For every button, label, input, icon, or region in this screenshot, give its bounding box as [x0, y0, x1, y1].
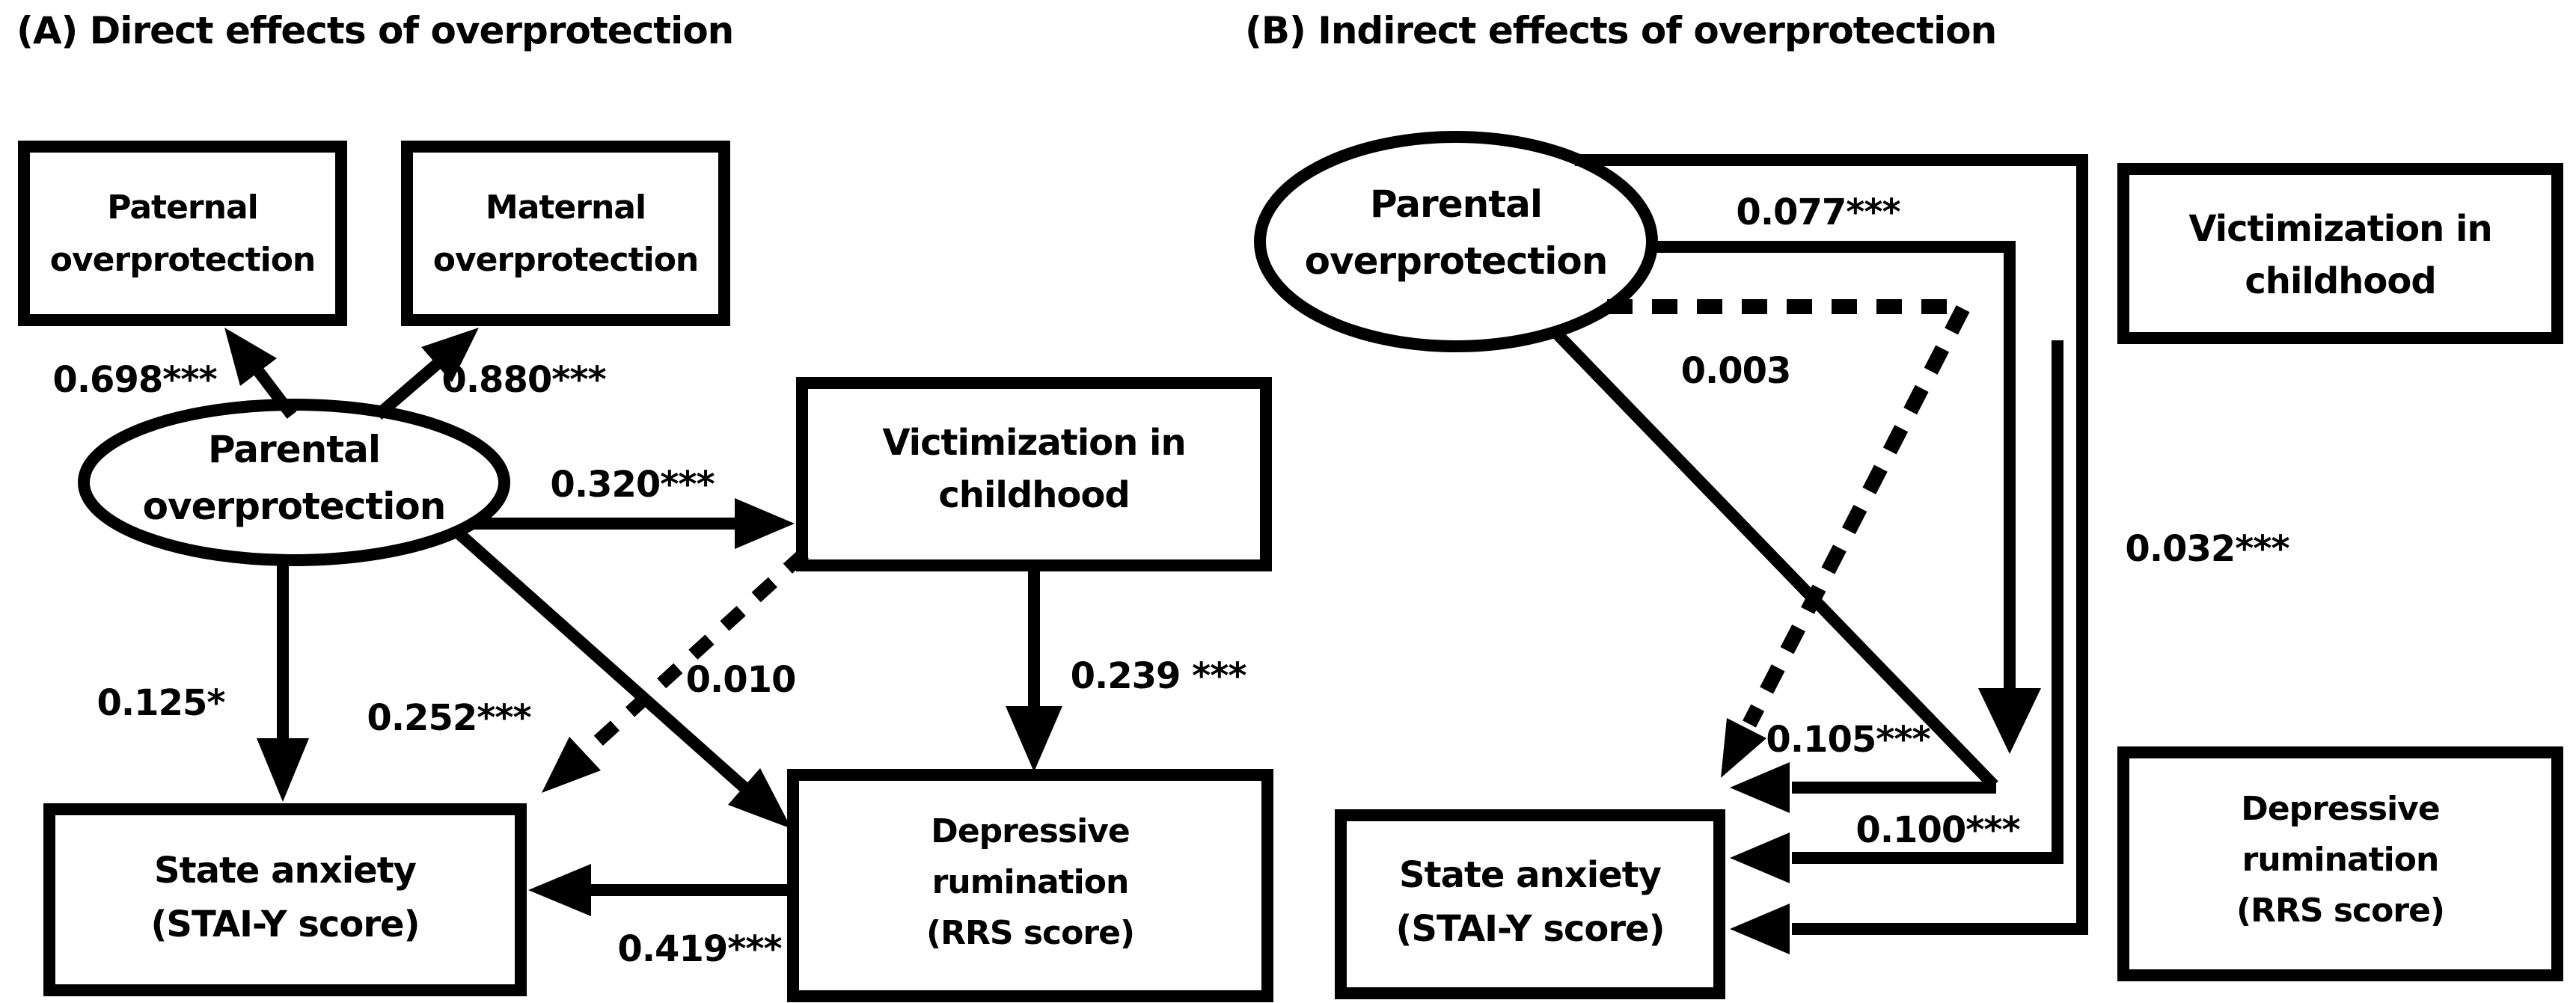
node-rumination-b [2117, 746, 2563, 981]
node-rumination-a [787, 769, 1273, 1002]
node-paternal-line2: overprotection [50, 241, 316, 279]
arrow-victimization-to-rumination [1006, 567, 1062, 772]
arrow-po-to-victimization [472, 498, 795, 549]
coef-po-paternal: 0.698*** [52, 359, 217, 401]
node-rumination-b-line3: (RRS score) [2236, 892, 2444, 930]
arrow-upper-path-down [1646, 241, 2041, 754]
coef-rum-state-anxiety: 0.419*** [617, 928, 782, 970]
node-rumination-a-line1: Depressive [931, 812, 1129, 850]
panel-a-title: (A) Direct effects of overprotection [16, 9, 733, 52]
node-state-anxiety-a [43, 803, 527, 996]
node-state-anxiety-b-line1: State anxiety [1399, 854, 1662, 896]
node-paternal-line1: Paternal [107, 188, 257, 227]
panel-b: (B) Indirect effects of overprotection P… [1245, 9, 2563, 999]
node-state-anxiety-a-line2: (STAI-Y score) [150, 904, 419, 945]
arrow-outer-path-to-state-anxiety [1575, 154, 2088, 954]
node-parental-overprotection-a [78, 399, 510, 566]
coef-diagonal-path: 0.105*** [1766, 719, 1930, 761]
coef-dashed-path: 0.003 [1681, 350, 1791, 392]
node-state-anxiety-a-line1: State anxiety [154, 850, 417, 892]
node-parental-b-line2: overprotection [1305, 239, 1608, 283]
coef-middle-path: 0.100*** [1855, 809, 2020, 851]
node-victimization-a [796, 377, 1272, 571]
node-parental-a-line1: Parental [208, 428, 380, 471]
arrow-diagonal-path-to-state-anxiety [1548, 325, 1998, 813]
coef-po-state-anxiety: 0.125* [97, 682, 226, 724]
arrow-po-to-state-anxiety [257, 559, 309, 802]
arrow-po-to-rumination-diagonal [453, 528, 792, 829]
node-maternal-line2: overprotection [433, 241, 699, 279]
coef-po-rumination: 0.252*** [367, 697, 531, 739]
node-rumination-a-line2: rumination [932, 863, 1129, 901]
node-paternal-overprotection [18, 141, 347, 326]
coef-outer-path: 0.032*** [2125, 528, 2289, 570]
arrow-victimization-to-state-anxiety-dashed [542, 548, 810, 793]
node-parental-b-line1: Parental [1370, 182, 1542, 226]
node-victimization-b-line1: Victimization in [2188, 208, 2491, 250]
panel-a: (A) Direct effects of overprotection Pat… [16, 9, 1273, 1002]
coef-po-maternal: 0.880*** [441, 359, 606, 401]
node-rumination-a-line3: (RRS score) [926, 914, 1134, 952]
node-maternal-line1: Maternal [486, 188, 646, 227]
node-victimization-b-line2: childhood [2245, 260, 2435, 302]
coef-vict-rumination: 0.239 *** [1071, 655, 1247, 697]
arrow-rumination-to-state-anxiety [528, 864, 790, 916]
node-victimization-a-line1: Victimization in [882, 422, 1185, 464]
node-rumination-b-line1: Depressive [2241, 790, 2439, 828]
node-parental-a-line2: overprotection [143, 485, 446, 528]
node-state-anxiety-b-line2: (STAI-Y score) [1395, 908, 1664, 950]
coef-upper-path: 0.077*** [1736, 191, 1900, 233]
node-victimization-a-line2: childhood [938, 474, 1129, 516]
arrow-dashed-path-to-state-anxiety [1607, 299, 1977, 778]
node-maternal-overprotection [401, 141, 730, 326]
coef-po-victimization: 0.320*** [550, 464, 715, 506]
coef-vict-state-anxiety: 0.010 [686, 659, 796, 701]
node-rumination-b-line2: rumination [2242, 841, 2439, 879]
panel-b-title: (B) Indirect effects of overprotection [1245, 9, 1996, 52]
arrow-middle-path-to-state-anxiety [1730, 340, 2063, 883]
node-victimization-b [2117, 163, 2563, 344]
arrow-po-to-maternal [373, 328, 479, 420]
arrow-po-to-paternal [224, 328, 297, 419]
node-state-anxiety-b [1335, 809, 1725, 999]
